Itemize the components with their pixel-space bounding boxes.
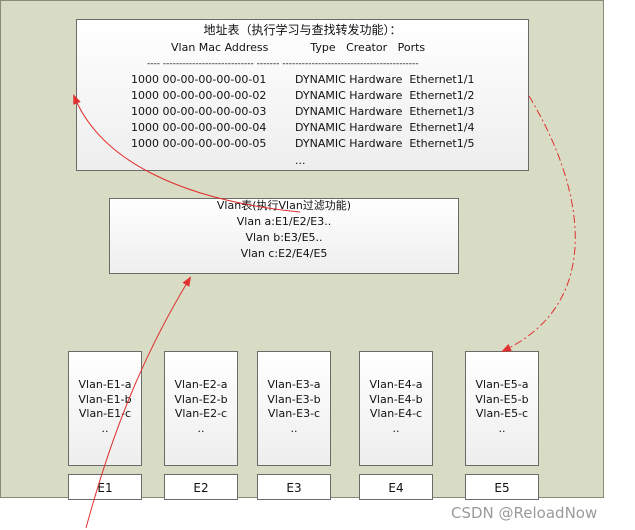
port-vlan-line: Vlan-E2-b xyxy=(174,392,228,406)
watermark: CSDN @ReloadNow xyxy=(451,504,598,522)
address-row-mac: 1000 00-00-00-00-00-03 xyxy=(131,105,267,118)
port-vlan-line: Vlan-E4-a xyxy=(369,378,423,391)
address-table-box: 地址表（执行学习与查找转发功能）： Vlan Mac Address Type … xyxy=(76,19,529,171)
vlan-table-box: Vlan表(执行Vlan过滤功能) Vlan a:E1/E2/E3.. Vlan… xyxy=(109,198,459,274)
address-row: 1000 00-00-00-00-00-01 DYNAMIC Hardware E… xyxy=(131,73,474,86)
port-label-e4: E4 xyxy=(359,474,433,500)
vlan-table-line: Vlan a:E1/E2/E3.. xyxy=(236,215,332,228)
port-vlan-line: .. xyxy=(392,421,400,435)
address-row-mac: 1000 00-00-00-00-00-02 xyxy=(131,89,267,102)
port-vlan-box-e4: Vlan-E4-a Vlan-E4-b Vlan-E4-c .. xyxy=(359,351,433,466)
port-vlan-line: Vlan-E5-b xyxy=(475,392,529,406)
port-label-e1: E1 xyxy=(68,474,142,500)
vlan-table-title: Vlan表(执行Vlan过滤功能) xyxy=(216,199,352,212)
address-row: 1000 00-00-00-00-00-03 DYNAMIC Hardware E… xyxy=(131,105,474,118)
address-row: 1000 00-00-00-00-00-05 DYNAMIC Hardware E… xyxy=(131,137,474,150)
port-label-e3: E3 xyxy=(257,474,331,500)
port-label-e5: E5 xyxy=(465,474,539,500)
port-vlan-line: Vlan-E2-a xyxy=(174,378,228,391)
port-label-e2: E2 xyxy=(164,474,238,500)
port-vlan-line: Vlan-E3-c xyxy=(267,407,321,420)
port-vlan-line: Vlan-E1-c xyxy=(78,407,132,420)
address-table-title: 地址表（执行学习与查找转发功能）： xyxy=(203,23,402,37)
vlan-table-line: Vlan c:E2/E4/E5 xyxy=(240,247,328,260)
address-table-header: Vlan Mac Address Type Creator Ports xyxy=(171,41,426,54)
port-vlan-line: .. xyxy=(101,421,109,435)
port-vlan-box-e2: Vlan-E2-a Vlan-E2-b Vlan-E2-c .. xyxy=(164,351,238,466)
port-vlan-box-e1: Vlan-E1-a Vlan-E1-b Vlan-E1-c .. xyxy=(68,351,142,466)
address-row: 1000 00-00-00-00-00-02 DYNAMIC Hardware E… xyxy=(131,89,474,102)
address-row-info: DYNAMIC Hardware Ethernet1/2 xyxy=(295,89,475,102)
port-vlan-line: .. xyxy=(197,421,205,435)
port-vlan-line: Vlan-E1-b xyxy=(78,392,132,406)
address-table-separator: ---- ---------------------------- ------… xyxy=(147,59,419,69)
address-row-info: DYNAMIC Hardware Ethernet1/3 xyxy=(295,105,475,118)
port-vlan-line: Vlan-E3-b xyxy=(267,392,321,406)
address-table-more: ... xyxy=(295,154,306,167)
port-vlan-box-e3: Vlan-E3-a Vlan-E3-b Vlan-E3-c .. xyxy=(257,351,331,466)
address-row-mac: 1000 00-00-00-00-00-04 xyxy=(131,121,267,134)
address-row-info: DYNAMIC Hardware Ethernet1/1 xyxy=(295,73,475,86)
port-vlan-line: Vlan-E5-c xyxy=(475,407,529,420)
address-row-info: DYNAMIC Hardware Ethernet1/4 xyxy=(295,121,475,134)
port-vlan-line: Vlan-E3-a xyxy=(267,378,321,391)
port-vlan-box-e5: Vlan-E5-a Vlan-E5-b Vlan-E5-c .. xyxy=(465,351,539,466)
address-row: 1000 00-00-00-00-00-04 DYNAMIC Hardware E… xyxy=(131,121,474,134)
port-vlan-line: Vlan-E4-b xyxy=(369,392,423,406)
address-row-mac: 1000 00-00-00-00-00-05 xyxy=(131,137,267,150)
address-row-mac: 1000 00-00-00-00-00-01 xyxy=(131,73,267,86)
port-vlan-line: Vlan-E2-c xyxy=(174,407,228,420)
vlan-table-line: Vlan b:E3/E5.. xyxy=(245,231,323,244)
port-vlan-line: Vlan-E1-a xyxy=(78,378,132,391)
port-vlan-line: Vlan-E5-a xyxy=(475,378,529,391)
port-vlan-line: Vlan-E4-c xyxy=(369,407,423,420)
address-row-info: DYNAMIC Hardware Ethernet1/5 xyxy=(295,137,475,150)
port-vlan-line: .. xyxy=(290,421,298,435)
port-vlan-line: .. xyxy=(498,421,506,435)
